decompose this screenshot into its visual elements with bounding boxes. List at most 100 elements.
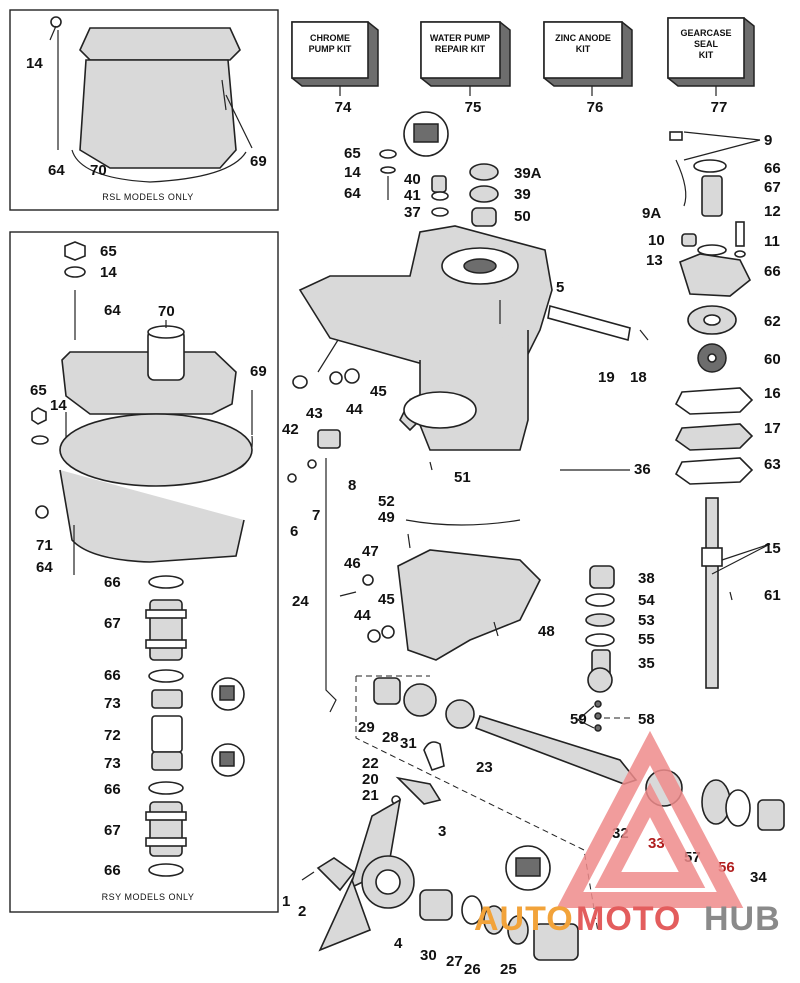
- kit-box-gearcase-seal: GEARCASE SEAL KIT 77: [667, 17, 755, 116]
- gear-assembly-group: 29 28 31 23 22 20 21 59 58 32 33 57 56 3…: [355, 675, 785, 933]
- callout-29: 29: [358, 719, 375, 736]
- callout-59: 59: [570, 711, 587, 728]
- callout-48: 48: [538, 623, 555, 640]
- rsl-caption: RSL MODELS ONLY: [102, 192, 194, 202]
- callout-54: 54: [638, 592, 655, 609]
- callout-61: 61: [764, 587, 781, 604]
- callout-17: 17: [764, 420, 781, 437]
- callout-77: 77: [711, 99, 728, 116]
- callout-41: 41: [404, 187, 421, 204]
- callout-52: 52: [378, 493, 395, 510]
- callout-8: 8: [348, 477, 356, 494]
- rsl-inset: 14 64 70 69 RSL MODELS ONLY: [9, 9, 279, 211]
- kit-label-line3: KIT: [699, 50, 714, 60]
- callout-18: 18: [630, 369, 647, 386]
- callout-67: 67: [104, 822, 121, 839]
- callout-22: 22: [362, 755, 379, 772]
- callout-13: 13: [646, 252, 663, 269]
- callout-25: 25: [500, 961, 517, 978]
- callout-31: 31: [400, 735, 417, 752]
- callout-66: 66: [104, 781, 121, 798]
- pinion-stack: 38 54 53 55 35: [585, 565, 655, 693]
- callout-62: 62: [764, 313, 781, 330]
- kit-label-line2: REPAIR KIT: [435, 44, 486, 54]
- kit-label-line2: SEAL: [694, 39, 719, 49]
- kit-box-zinc-anode: ZINC ANODE KIT 76: [543, 21, 633, 116]
- callout-5: 5: [556, 279, 564, 296]
- kit-label-line1: WATER PUMP: [430, 33, 490, 43]
- callout-42: 42: [282, 421, 299, 438]
- callout-53: 53: [638, 612, 655, 629]
- callout-66: 66: [104, 862, 121, 879]
- callout-67: 67: [104, 615, 121, 632]
- kit-box-chrome-pump: CHROME PUMP KIT 74: [291, 21, 379, 116]
- watermark-text-hub: HUB: [704, 900, 781, 938]
- callout-64: 64: [48, 162, 65, 179]
- callout-28: 28: [382, 729, 399, 746]
- callout-11: 11: [764, 233, 780, 250]
- callout-65: 65: [100, 243, 117, 260]
- callout-36: 36: [634, 461, 651, 478]
- callout-23: 23: [476, 759, 493, 776]
- callout-14: 14: [100, 264, 117, 281]
- kit-label-line1: GEARCASE: [680, 28, 731, 38]
- callout-76: 76: [587, 99, 604, 116]
- callout-30: 30: [420, 947, 437, 964]
- callout-40: 40: [404, 171, 421, 188]
- kit-label-line1: ZINC ANODE: [555, 33, 611, 43]
- callout-58: 58: [638, 711, 655, 728]
- callout-6: 6: [290, 523, 298, 540]
- callout-69: 69: [250, 153, 267, 170]
- callout-33: 33: [648, 835, 665, 852]
- callout-9: 9: [764, 132, 772, 149]
- callout-21: 21: [362, 787, 379, 804]
- callout-4: 4: [394, 935, 403, 952]
- driveshaft: 15 61: [701, 497, 781, 689]
- callout-74: 74: [335, 99, 352, 116]
- callout-34: 34: [750, 869, 767, 886]
- callout-71: 71: [36, 537, 53, 554]
- callout-73: 73: [104, 695, 121, 712]
- callout-44: 44: [346, 401, 363, 418]
- callout-72: 72: [104, 727, 121, 744]
- callout-66: 66: [104, 574, 121, 591]
- callout-10: 10: [648, 232, 665, 249]
- callout-50: 50: [514, 208, 531, 225]
- kit-label-line2: KIT: [576, 44, 591, 54]
- callout-64: 64: [344, 185, 361, 202]
- callout-64: 64: [104, 302, 121, 319]
- callout-9A: 9A: [642, 205, 661, 222]
- callout-14: 14: [50, 397, 67, 414]
- callout-3: 3: [438, 823, 446, 840]
- callout-47: 47: [362, 543, 379, 560]
- callout-49: 49: [378, 509, 395, 526]
- callout-26: 26: [464, 961, 481, 978]
- callout-65: 65: [344, 145, 361, 162]
- callout-67: 67: [764, 179, 781, 196]
- gearcase: 52 49 47 46 45 44 48: [339, 493, 555, 661]
- watermark-logo: AUTO MOTO HUB: [474, 730, 781, 938]
- callout-75: 75: [465, 99, 482, 116]
- callout-24: 24: [292, 593, 309, 610]
- watermark-text-auto: AUTO: [474, 900, 574, 938]
- kit-box-water-pump-repair: WATER PUMP REPAIR KIT 75: [420, 21, 511, 116]
- kit-label-line1: CHROME: [310, 33, 350, 43]
- callout-27: 27: [446, 953, 463, 970]
- shift-linkage: 43 42 44 45 8 6 7 24: [282, 339, 387, 713]
- callout-37: 37: [404, 204, 421, 221]
- callout-69: 69: [250, 363, 267, 380]
- callout-60: 60: [764, 351, 781, 368]
- callout-45: 45: [370, 383, 387, 400]
- callout-38: 38: [638, 570, 655, 587]
- callout-63: 63: [764, 456, 781, 473]
- callout-14: 14: [26, 55, 43, 72]
- callout-14: 14: [344, 164, 361, 181]
- callout-70: 70: [158, 303, 175, 320]
- callout-44: 44: [354, 607, 371, 624]
- callout-12: 12: [764, 203, 781, 220]
- callout-35: 35: [638, 655, 655, 672]
- callout-46: 46: [344, 555, 361, 572]
- callout-51: 51: [454, 469, 471, 486]
- water-pump: 9 66 67 9A 12 10 11 13 66 62 60 16 17 63: [642, 131, 781, 485]
- callout-65: 65: [30, 382, 47, 399]
